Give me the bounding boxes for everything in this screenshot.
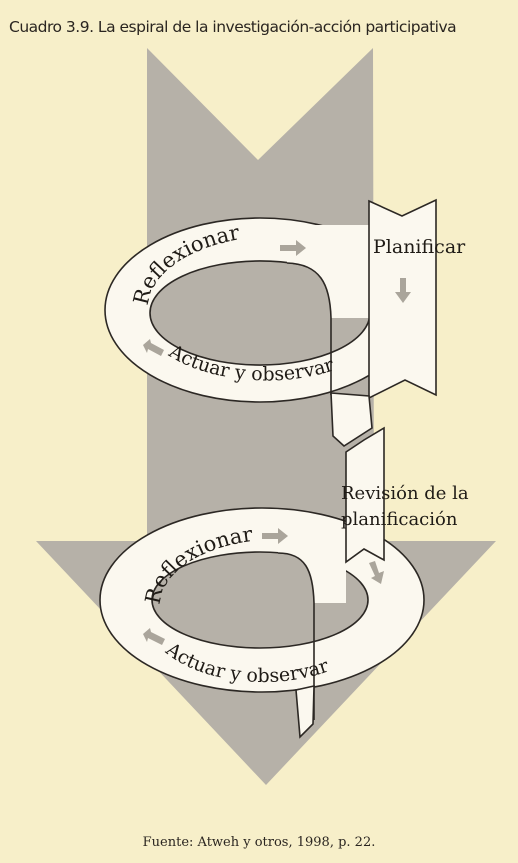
upper-band-outline	[286, 262, 332, 395]
lower-act-to-reflect-arrow	[143, 628, 165, 645]
plan-down-arrow	[395, 278, 411, 303]
figure-source: Fuente: Atweh y otros, 1998, p. 22.	[142, 835, 376, 850]
act-to-reflect-arrow	[143, 339, 164, 356]
lower-planning-panel	[345, 426, 385, 564]
reflect-to-plan-arrow	[280, 240, 306, 256]
lower-plan-label-line1: Revisión de la	[341, 483, 469, 504]
upper-cycle: Reflexionar Actuar y observar Planificar	[104, 198, 466, 448]
upper-band-cover	[287, 225, 369, 318]
lower-band-outline	[277, 552, 315, 720]
figure-caption: Cuadro 3.9. La espiral de la investigaci…	[9, 18, 457, 36]
upper-connector	[330, 392, 373, 448]
lower-reflect-to-plan-arrow	[262, 528, 288, 544]
lower-plan-label-line2: planificación	[341, 509, 458, 530]
upper-plan-label: Planificar	[373, 236, 466, 258]
lower-plan-down-arrow	[369, 561, 384, 584]
lower-band-cover	[278, 532, 346, 603]
lower-tail	[295, 684, 315, 739]
